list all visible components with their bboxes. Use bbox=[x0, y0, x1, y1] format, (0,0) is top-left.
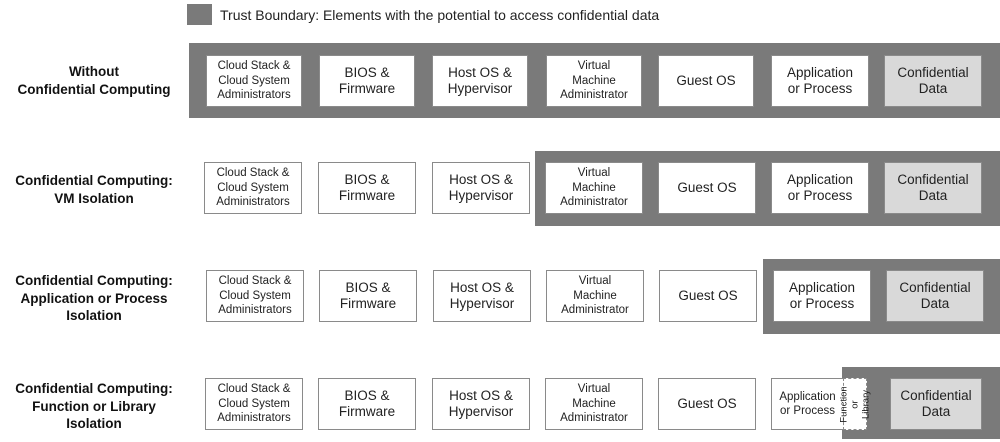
trust-boundary-legend-swatch bbox=[187, 4, 212, 25]
box-cloud-admin-row-4: Cloud Stack & Cloud System Administrator… bbox=[205, 378, 303, 430]
box-confidential-data-row-2: Confidential Data bbox=[884, 162, 982, 214]
box-application-row-2: Application or Process bbox=[771, 162, 869, 214]
box-vm-admin-row-2: Virtual Machine Administrator bbox=[545, 162, 643, 214]
box-vm-admin-row-4: Virtual Machine Administrator bbox=[545, 378, 643, 430]
box-application-row-4: Application or Process bbox=[771, 378, 843, 430]
box-bios-row-2: BIOS & Firmware bbox=[318, 162, 416, 214]
box-confidential-data-row-4: Confidential Data bbox=[890, 378, 982, 430]
box-bios-row-1: BIOS & Firmware bbox=[319, 55, 415, 107]
box-guest-os-row-2: Guest OS bbox=[658, 162, 756, 214]
box-application-row-3: Application or Process bbox=[773, 270, 871, 322]
row-label-vm-isolation: Confidential Computing: VM Isolation bbox=[15, 173, 173, 206]
box-guest-os-row-1: Guest OS bbox=[658, 55, 754, 107]
box-host-os-row-1: Host OS & Hypervisor bbox=[432, 55, 528, 107]
function-library-label: Function or Library bbox=[838, 385, 872, 423]
row-label-application-process-isolation: Confidential Computing: Application or P… bbox=[15, 273, 173, 323]
box-cloud-admin-row-1: Cloud Stack & Cloud System Administrator… bbox=[206, 55, 302, 107]
box-function-library-row-4: Function or Library bbox=[839, 378, 872, 430]
box-host-os-row-2: Host OS & Hypervisor bbox=[432, 162, 530, 214]
box-bios-row-4: BIOS & Firmware bbox=[318, 378, 416, 430]
box-guest-os-row-3: Guest OS bbox=[659, 270, 757, 322]
box-host-os-row-4: Host OS & Hypervisor bbox=[432, 378, 530, 430]
box-cloud-admin-row-3: Cloud Stack & Cloud System Administrator… bbox=[206, 270, 304, 322]
box-confidential-data-row-1: Confidential Data bbox=[884, 55, 982, 107]
box-application-row-1: Application or Process bbox=[771, 55, 869, 107]
box-bios-row-3: BIOS & Firmware bbox=[319, 270, 417, 322]
box-cloud-admin-row-2: Cloud Stack & Cloud System Administrator… bbox=[204, 162, 302, 214]
row-label-without-confidential-computing: Without Confidential Computing bbox=[17, 64, 171, 97]
trust-boundary-legend-text: Trust Boundary: Elements with the potent… bbox=[220, 7, 660, 23]
box-vm-admin-row-3: Virtual Machine Administrator bbox=[546, 270, 644, 322]
box-host-os-row-3: Host OS & Hypervisor bbox=[433, 270, 531, 322]
box-vm-admin-row-1: Virtual Machine Administrator bbox=[546, 55, 642, 107]
row-label-function-library-isolation: Confidential Computing: Function or Libr… bbox=[15, 381, 173, 431]
box-guest-os-row-4: Guest OS bbox=[658, 378, 756, 430]
box-confidential-data-row-3: Confidential Data bbox=[886, 270, 984, 322]
